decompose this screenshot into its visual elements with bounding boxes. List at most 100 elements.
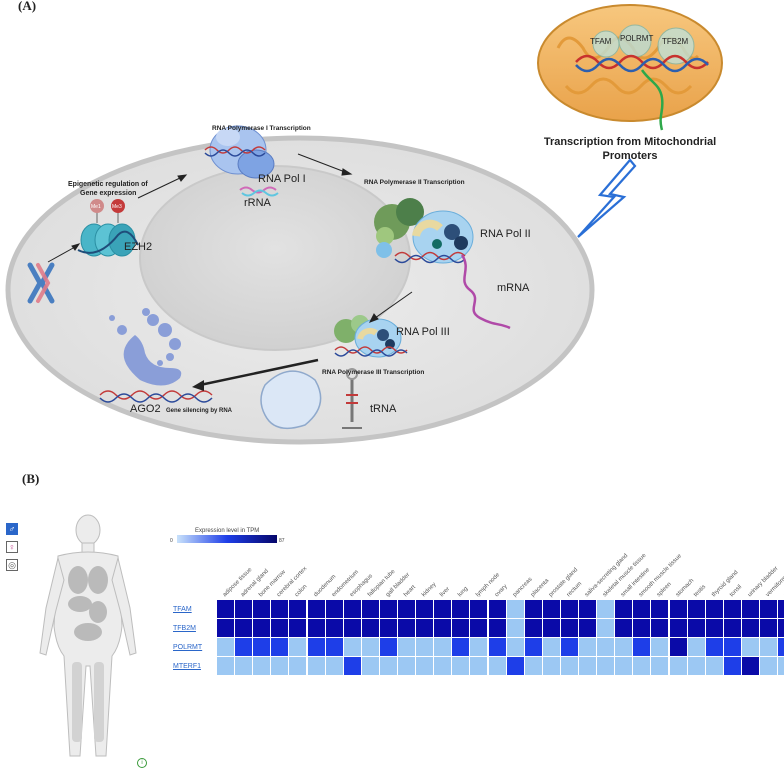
heatmap-cell[interactable] <box>579 619 597 637</box>
heatmap-cell[interactable] <box>778 619 784 637</box>
heatmap-cell[interactable] <box>217 657 235 675</box>
brain-icon[interactable]: ◎ <box>6 559 18 571</box>
info-icon[interactable]: i <box>137 758 147 768</box>
heatmap-cell[interactable] <box>271 657 289 675</box>
heatmap-cell[interactable] <box>470 619 488 637</box>
female-icon[interactable]: ♀ <box>6 541 18 553</box>
heatmap-cell[interactable] <box>615 638 633 656</box>
heatmap-cell[interactable] <box>361 619 379 637</box>
heatmap-cell[interactable] <box>235 657 253 675</box>
heatmap-cell[interactable] <box>687 657 705 675</box>
heatmap-cell[interactable] <box>687 619 705 637</box>
heatmap-cell[interactable] <box>416 638 434 656</box>
heatmap-cell[interactable] <box>253 657 271 675</box>
heatmap-cell[interactable] <box>542 638 560 656</box>
heatmap-cell[interactable] <box>271 619 289 637</box>
heatmap-cell[interactable] <box>597 600 615 618</box>
heatmap-cell[interactable] <box>416 600 434 618</box>
heatmap-cell[interactable] <box>760 638 778 656</box>
heatmap-cell[interactable] <box>434 600 452 618</box>
heatmap-cell[interactable] <box>361 657 379 675</box>
heatmap-cell[interactable] <box>633 638 651 656</box>
heatmap-cell[interactable] <box>615 657 633 675</box>
heatmap-cell[interactable] <box>741 600 759 618</box>
heatmap-cell[interactable] <box>651 619 669 637</box>
heatmap-cell[interactable] <box>741 638 759 656</box>
heatmap-cell[interactable] <box>416 657 434 675</box>
heatmap-cell[interactable] <box>651 638 669 656</box>
heatmap-cell[interactable] <box>778 657 784 675</box>
heatmap-cell[interactable] <box>524 657 542 675</box>
heatmap-cell[interactable] <box>723 619 741 637</box>
heatmap-cell[interactable] <box>488 657 506 675</box>
heatmap-cell[interactable] <box>289 619 307 637</box>
heatmap-cell[interactable] <box>506 657 524 675</box>
heatmap-cell[interactable] <box>542 657 560 675</box>
heatmap-cell[interactable] <box>452 600 470 618</box>
heatmap-cell[interactable] <box>723 600 741 618</box>
heatmap-cell[interactable] <box>705 619 723 637</box>
heatmap-cell[interactable] <box>343 619 361 637</box>
gene-link-tfam[interactable]: TFAM <box>173 606 192 613</box>
heatmap-cell[interactable] <box>343 657 361 675</box>
heatmap-cell[interactable] <box>524 600 542 618</box>
heatmap-cell[interactable] <box>579 657 597 675</box>
heatmap-cell[interactable] <box>307 638 325 656</box>
heatmap-cell[interactable] <box>542 600 560 618</box>
heatmap-cell[interactable] <box>217 600 235 618</box>
heatmap-cell[interactable] <box>307 619 325 637</box>
heatmap-cell[interactable] <box>778 638 784 656</box>
heatmap-cell[interactable] <box>778 600 784 618</box>
heatmap-cell[interactable] <box>524 638 542 656</box>
heatmap-cell[interactable] <box>669 638 687 656</box>
heatmap-cell[interactable] <box>416 619 434 637</box>
heatmap-cell[interactable] <box>325 619 343 637</box>
heatmap-cell[interactable] <box>379 600 397 618</box>
heatmap-cell[interactable] <box>597 638 615 656</box>
heatmap-cell[interactable] <box>723 657 741 675</box>
heatmap-cell[interactable] <box>579 638 597 656</box>
heatmap-cell[interactable] <box>723 638 741 656</box>
heatmap-cell[interactable] <box>488 638 506 656</box>
heatmap-cell[interactable] <box>488 619 506 637</box>
heatmap-cell[interactable] <box>398 657 416 675</box>
heatmap-cell[interactable] <box>361 638 379 656</box>
heatmap-cell[interactable] <box>325 638 343 656</box>
heatmap-cell[interactable] <box>235 638 253 656</box>
heatmap-cell[interactable] <box>289 638 307 656</box>
heatmap-cell[interactable] <box>615 600 633 618</box>
heatmap-cell[interactable] <box>253 638 271 656</box>
heatmap-cell[interactable] <box>506 619 524 637</box>
heatmap-cell[interactable] <box>271 600 289 618</box>
heatmap-cell[interactable] <box>560 638 578 656</box>
heatmap-cell[interactable] <box>560 619 578 637</box>
heatmap-cell[interactable] <box>379 657 397 675</box>
heatmap-cell[interactable] <box>398 619 416 637</box>
heatmap-cell[interactable] <box>705 638 723 656</box>
heatmap-cell[interactable] <box>307 657 325 675</box>
heatmap-cell[interactable] <box>560 600 578 618</box>
heatmap-cell[interactable] <box>361 600 379 618</box>
heatmap-cell[interactable] <box>379 619 397 637</box>
heatmap-cell[interactable] <box>325 657 343 675</box>
heatmap-cell[interactable] <box>524 619 542 637</box>
heatmap-cell[interactable] <box>687 638 705 656</box>
heatmap-cell[interactable] <box>597 619 615 637</box>
heatmap-cell[interactable] <box>235 600 253 618</box>
heatmap-cell[interactable] <box>760 619 778 637</box>
heatmap-cell[interactable] <box>325 600 343 618</box>
heatmap-cell[interactable] <box>705 657 723 675</box>
heatmap-cell[interactable] <box>506 638 524 656</box>
heatmap-cell[interactable] <box>760 600 778 618</box>
heatmap-cell[interactable] <box>687 600 705 618</box>
heatmap-cell[interactable] <box>760 657 778 675</box>
heatmap-cell[interactable] <box>289 600 307 618</box>
heatmap-cell[interactable] <box>235 619 253 637</box>
heatmap-cell[interactable] <box>398 600 416 618</box>
heatmap-cell[interactable] <box>741 657 759 675</box>
heatmap-cell[interactable] <box>307 600 325 618</box>
heatmap-cell[interactable] <box>434 638 452 656</box>
heatmap-cell[interactable] <box>343 600 361 618</box>
heatmap-cell[interactable] <box>669 657 687 675</box>
heatmap-cell[interactable] <box>470 657 488 675</box>
